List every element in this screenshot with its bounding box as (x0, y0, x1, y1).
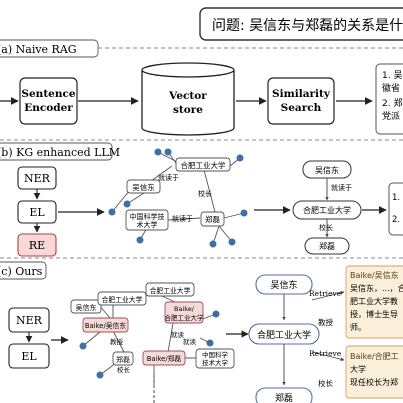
kg-ner-label: NER (24, 172, 51, 185)
kg-triple: 吴信东 就读于 合肥工业大学 校长 郑磊 (292, 160, 362, 255)
kg-triple-principal: 校长 (319, 223, 333, 232)
ours-node-wu: 吴信东 (70, 299, 102, 314)
vector-store-cylinder: Vector store (141, 62, 235, 136)
naive-rag-results: 1. 吴 徽省 2. 郑 党派 (375, 63, 403, 135)
kg-node-cas-line-1: 中国科学技 (130, 212, 165, 221)
question-box: 问题: 吴信东与郑磊的关系是什 (199, 7, 403, 41)
section-ours: (c) Ours NER EL (0, 261, 403, 403)
vector-store-line-2: store (173, 104, 203, 116)
naive-result-2-cont: 党派 (382, 110, 400, 122)
ours-chain-professor: 教授 (318, 317, 333, 327)
naive-result-2: 2. 郑 (382, 97, 402, 109)
ours-chain: 吴信东 教授 合肥工业大学 校长 郑磊 Retrieve Retrieve (248, 274, 345, 403)
sentence-encoder-line-1: Sentence (21, 88, 75, 100)
ours-node-hfut-b-label: 合肥工业大学 (150, 286, 191, 295)
ours-doc-wu-line-1: Baike/吴信东 (350, 270, 399, 280)
kg-el-box: EL (17, 200, 57, 224)
naive-result-1: 1. 吴 (382, 70, 402, 81)
kg-results: 1. 吴 2. 郑 (388, 182, 403, 236)
ours-retrieve-2: Retrieve (309, 349, 342, 358)
kg-node-hfut: 合肥工业大学 (175, 157, 231, 172)
ours-el-label: EL (21, 350, 37, 363)
kg-el-label: EL (29, 206, 45, 219)
kg-node-hfut-label: 合肥工业大学 (181, 160, 226, 170)
ours-node-baike-hfut-line-2: 合肥工业大学 (165, 313, 205, 322)
kg-triple-wu: 吴信东 (315, 165, 339, 175)
ours-doc-wu: Baike/吴信东 吴信东，...，合 肥工业大学教 授，博士生导 师。 (345, 265, 403, 339)
ours-ner-label: NER (16, 314, 43, 327)
similarity-search-line-1: Similarity (272, 88, 331, 100)
ours-doc-wu-line-4: 授，博士生导 (350, 309, 398, 319)
similarity-search-box: Similarity Search (267, 77, 335, 125)
ours-node-zheng-label: 郑磊 (116, 356, 130, 364)
ours-chain-wu: 吴信东 (270, 279, 297, 291)
ours-edge-e4: 就读 (183, 337, 197, 346)
ours-node-baike-zheng-label: Baike/郑磊 (147, 355, 182, 363)
ours-edge-e2: 就读 (171, 330, 185, 339)
kg-node-zheng-label: 郑磊 (205, 214, 220, 224)
kg-result-1: 1. 吴 (392, 193, 403, 203)
ours-node-cas-line-1: 中国科学 (202, 350, 229, 359)
kg-edge-studied-top: 就读于 (158, 173, 179, 182)
ours-node-cas: 中国科学 技术大学 (195, 348, 235, 369)
ours-node-baike-wu: Baike/吴信东 (82, 317, 129, 333)
kg-result-2: 2. 郑 (392, 214, 403, 225)
section-kg-llm: (b) KG enhanced LLM NER EL RE (0, 142, 403, 259)
naive-result-1-cont: 徽省 (382, 82, 400, 94)
kg-node-wu-label: 吴信东 (132, 182, 155, 192)
kg-re-box: RE (17, 233, 57, 257)
ours-doc-wu-line-5: 师。 (350, 322, 366, 332)
kg-graph-dots (108, 148, 248, 248)
naive-rag-title: (a) Naive RAG (0, 43, 77, 56)
ours-node-baike-hfut-line-1: Baike/ (174, 305, 195, 313)
ours-title: (c) Ours (0, 265, 43, 278)
ours-doc-hfut-line-1: Baike/合肥工 (350, 351, 399, 361)
ours-doc-hfut-line-2: 大学 (350, 364, 366, 374)
section-naive-rag: (a) Naive RAG Sentence Encoder Vector st… (0, 39, 403, 141)
similarity-search-line-2: Search (281, 102, 322, 114)
kg-node-cas-line-2: 术大学 (137, 220, 158, 229)
kg-node-cas: 中国科学技 术大学 (125, 209, 169, 231)
ours-node-baike-hfut: Baike/ 合肥工业大学 (165, 301, 205, 324)
ours-node-hfut-b: 合肥工业大学 (145, 282, 195, 297)
ours-edge-e3: 校长 (117, 365, 131, 374)
ours-doc-hfut-line-3: 现任校长为郑 (350, 377, 398, 387)
ours-ner-box: NER (8, 307, 50, 333)
kg-triple-studied: 就读于 (331, 183, 352, 192)
kg-edge-studied-bottom: 就读于 (172, 214, 193, 223)
ours-node-cas-line-2: 技术大学 (202, 358, 229, 367)
kg-edge-principal: 校长 (198, 189, 212, 198)
sentence-encoder-box: Sentence Encoder (19, 77, 78, 125)
kg-triple-zheng: 郑磊 (319, 241, 335, 251)
ours-retrieve-1: Retrieve (309, 289, 342, 298)
ours-node-baike-wu-label: Baike/吴信东 (85, 321, 126, 330)
ours-el-box: EL (8, 343, 50, 369)
kg-node-zheng: 郑磊 (200, 211, 225, 227)
ours-doc-wu-line-2: 吴信东，...，合 (350, 283, 403, 293)
vector-store-line-1: Vector (168, 90, 207, 102)
kg-node-wu: 吴信东 (126, 179, 161, 194)
ours-node-zheng: 郑磊 (112, 351, 134, 366)
ours-node-wu-label: 吴信东 (76, 303, 97, 312)
kg-ner-box: NER (17, 166, 57, 190)
ours-node-hfut-a: 合肥工业大学 (97, 291, 147, 306)
ours-chain-hfut: 合肥工业大学 (257, 329, 311, 341)
kg-re-label: RE (29, 239, 45, 252)
ours-chain-principal: 校长 (318, 378, 333, 388)
ours-node-hfut-a-label: 合肥工业大学 (102, 295, 143, 304)
kg-triple-hfut: 合肥工业大学 (303, 205, 351, 215)
ours-doc-hfut: Baike/合肥工 大学 现任校长为郑 (345, 345, 403, 399)
ours-doc-wu-line-3: 肥工业大学教 (350, 296, 398, 306)
kg-llm-title: (b) KG enhanced LLM (0, 146, 120, 159)
ours-chain-zheng: 郑磊 (275, 392, 293, 403)
sentence-encoder-line-2: Encoder (24, 102, 73, 114)
ours-node-baike-zheng: Baike/郑磊 (142, 350, 186, 366)
ours-edge-e1: 教授 (110, 337, 124, 346)
question-text: 问题: 吴信东与郑磊的关系是什 (212, 18, 403, 34)
